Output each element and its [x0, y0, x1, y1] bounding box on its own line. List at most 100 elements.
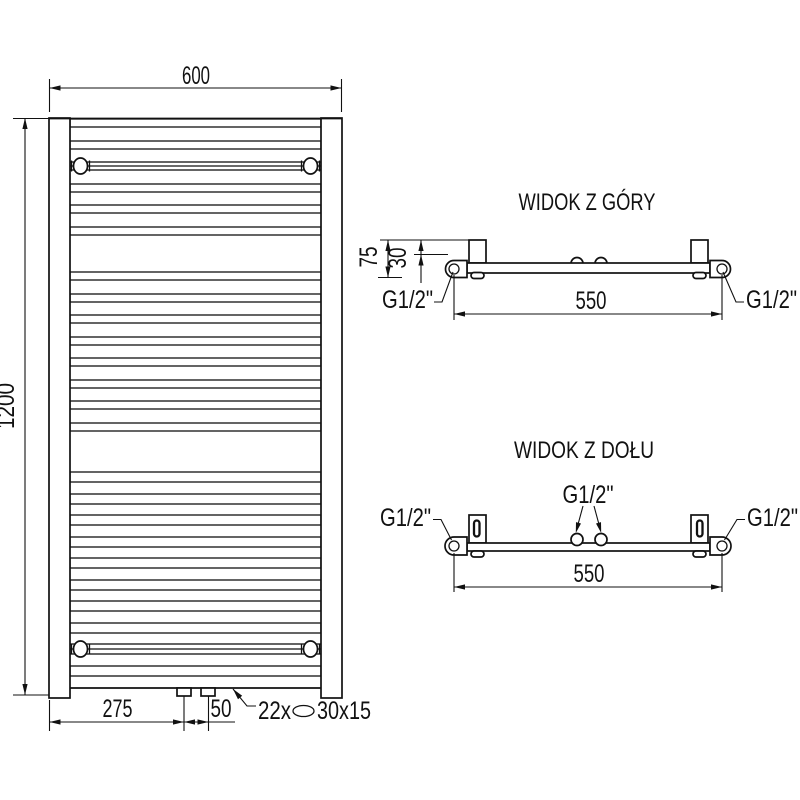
arrowhead	[385, 240, 391, 251]
arrowhead	[233, 689, 243, 700]
thread-port	[448, 263, 460, 275]
tube	[69, 293, 322, 303]
arrowhead	[711, 584, 722, 590]
arrowhead	[49, 719, 61, 725]
tube	[69, 400, 322, 410]
span-dimension-top: 550	[453, 275, 723, 320]
tube-count-label: 22x	[258, 697, 291, 725]
thread-port	[716, 540, 728, 552]
thread-port	[448, 540, 460, 552]
tube	[69, 140, 322, 150]
thread-label-center-group: G1/2"	[563, 481, 614, 533]
tube	[69, 536, 322, 548]
bracket-circle	[302, 640, 319, 658]
tube	[69, 493, 322, 505]
height-dim-label: 1200	[0, 383, 20, 429]
arrowhead	[49, 85, 61, 91]
left-collector	[48, 117, 71, 699]
bottom-connections	[176, 687, 216, 731]
front-view: 600 1200 275 50 22x 30x1	[0, 62, 371, 731]
arrowhead	[22, 118, 28, 129]
thread-labels-bottom-view: G1/2" G1/2"	[380, 504, 798, 541]
tube	[69, 600, 322, 612]
bracket-foot	[692, 550, 707, 558]
bracket-slot	[472, 519, 481, 538]
arrowhead	[711, 311, 722, 317]
offset-dimension: 30	[384, 240, 448, 283]
tube	[69, 379, 322, 389]
bracket-foot	[470, 271, 485, 280]
connection-stub	[176, 687, 192, 697]
bracket-foot	[692, 271, 707, 280]
tube	[69, 226, 322, 236]
arrowhead	[385, 266, 391, 278]
leader-line	[434, 271, 454, 303]
bracket-circle	[72, 640, 89, 658]
tube	[69, 118, 322, 128]
tube	[69, 622, 322, 634]
width-dimension: 600	[48, 62, 343, 112]
thread-labels-top-view: G1/2" G1/2"	[382, 271, 797, 314]
tube	[69, 579, 322, 591]
thread-port	[716, 263, 728, 275]
leader-line	[433, 518, 452, 541]
arrowhead	[197, 719, 209, 725]
arrowhead	[575, 522, 581, 533]
arrowhead	[596, 522, 602, 533]
span-dimension-bottom: 550	[453, 553, 723, 592]
top-view: WIDOK Z GÓRY 75 30	[355, 189, 797, 320]
radiator-body-bottom	[466, 542, 711, 552]
tube	[69, 271, 322, 281]
tube	[69, 357, 322, 367]
thread-label-right: G1/2"	[746, 286, 797, 314]
bracket-circle	[302, 157, 319, 175]
center-connection	[594, 532, 608, 547]
thread-label-right: G1/2"	[747, 504, 798, 532]
arrowhead	[454, 584, 465, 590]
leader-line	[722, 271, 744, 303]
tube	[69, 204, 322, 214]
wall-brackets	[70, 157, 321, 658]
bracket-circle	[72, 157, 89, 175]
tube	[69, 422, 322, 432]
arrowhead	[454, 311, 465, 317]
bracket-foot	[470, 550, 485, 558]
tube	[69, 514, 322, 526]
offset-dim-label: 30	[384, 248, 412, 269]
mount-bracket	[690, 239, 709, 264]
width-dim-label: 600	[182, 62, 210, 90]
arrowhead	[22, 684, 28, 695]
tube	[69, 665, 322, 677]
depth-dim-label: 75	[355, 247, 383, 268]
arrowhead	[418, 240, 424, 251]
end-cap	[709, 536, 732, 556]
arrowhead	[418, 254, 424, 266]
arrowhead	[184, 719, 195, 725]
leader-line	[724, 518, 745, 541]
depth-dimension: 75	[355, 240, 402, 279]
span-dim-label: 550	[576, 287, 607, 315]
arrowhead	[330, 85, 342, 91]
tube	[69, 471, 322, 483]
right-collector	[320, 117, 343, 699]
bottom-view: WIDOK Z DOŁU G1/2" G1/2" G1/2"	[380, 437, 798, 592]
tube	[69, 314, 322, 324]
bottom-dimensions: 275 50	[48, 695, 235, 731]
top-view-title: WIDOK Z GÓRY	[519, 189, 656, 216]
thread-label-left: G1/2"	[382, 286, 433, 314]
arrowhead	[173, 719, 184, 725]
thread-label-center: G1/2"	[563, 481, 614, 509]
end-cap	[444, 536, 468, 556]
span-dim-label: 550	[574, 560, 605, 588]
tube	[69, 336, 322, 346]
tube-profile-label: 30x15	[317, 697, 371, 725]
thread-label-left: G1/2"	[380, 504, 431, 532]
tube-note: 22x 30x15	[232, 688, 371, 725]
tube	[69, 183, 322, 193]
height-dimension: 1200	[0, 117, 49, 696]
bracket-slot	[695, 519, 704, 538]
mount-bracket	[468, 239, 487, 264]
bottom-view-title: WIDOK Z DOŁU	[514, 437, 654, 464]
bottom-center-dim-label: 50	[211, 695, 232, 723]
oval-profile-icon	[292, 704, 315, 718]
